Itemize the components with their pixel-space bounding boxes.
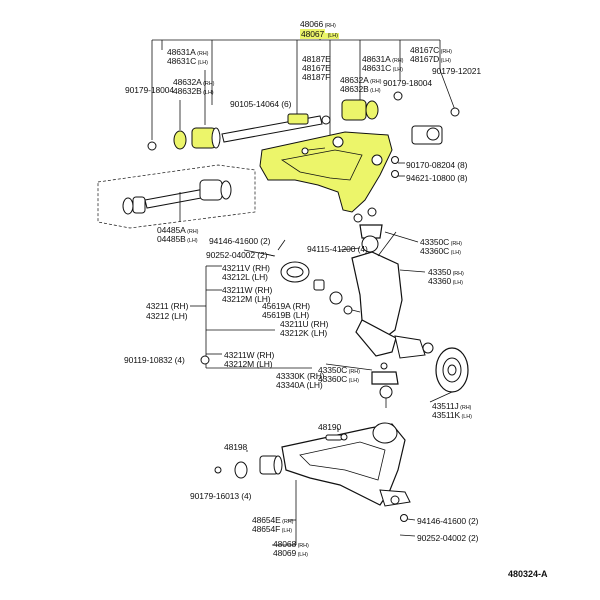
part-label-p43212: 43212 (LH) [146,311,188,321]
part-label-p48632b_r: 48632B (LH) [340,84,381,95]
lower-control-arm [281,422,411,507]
part-label-p48631a_l: 48631A (RH) [167,47,209,58]
upper-arm-shaft-left [147,113,331,151]
alternate-shaft-box [97,164,256,229]
part-label-p43211u: 43211U (RH) [280,319,329,329]
brake-disc [435,347,469,393]
part-label-p43211w_t: 43211W (RH) [222,285,273,295]
part-label-p90179_18004_l: 90179-18004 [125,85,175,95]
part-label-p43211: 43211 (RH) [146,301,189,311]
knuckle-bracket-lines [190,265,312,369]
part-label-p43212m_t: 43212M (LH) [222,294,271,304]
part-label-p43211v: 43211V (RH) [222,263,270,273]
part-label-p90252_04002_t: 90252-04002 (2) [206,250,268,260]
lower-bracket-lines [246,428,416,546]
part-label-p90179_12021: 90179-12021 [432,66,482,76]
part-label-p48631a_r: 48631A (RH) [362,54,404,65]
part-label-p04485b: 04485B (LH) [157,234,198,245]
part-label-p94115_41200: 94115-41200 (4) [307,244,368,254]
part-label-p43330k: 43330K (RH) [276,371,325,381]
leader-lines [243,239,453,403]
part-label-p43350c_b: 43350C (RH) [318,365,360,376]
part-label-p48198: 48198 [224,442,248,452]
part-label-p90119_10832: 90119-10832 (4) [124,355,185,365]
part-label-p04485a: 04485A (RH) [157,225,199,236]
part-label-p48654f: 48654F (LH) [252,524,292,535]
part-label-p48187e: 48187E [302,54,331,64]
part-label-p48167e: 48167E [302,63,331,73]
top-bracket-lines [151,36,456,150]
part-label-p43212k: 43212K (LH) [280,328,328,338]
part-label-p45619b: 45619B (LH) [262,310,310,320]
part-label-p43212m_b: 43212M (LH) [224,359,273,369]
part-label-p48654e: 48654E (RH) [252,515,294,526]
part-label-p43340a: 43340A (LH) [276,380,323,390]
part-label-p48067: 48067 (LH) [300,29,339,39]
part-label-p43360c_t: 43360C (LH) [420,246,461,257]
upper-ball-joint [353,207,419,262]
part-label-p94146_41600_t: 94146-41600 (2) [209,236,271,246]
part-label-p43511j: 43511J (RH) [432,401,472,412]
arm-bolts [301,147,405,178]
lower-ball-joint [371,362,399,408]
part-label-p94146_41600_b: 94146-41600 (2) [417,516,479,526]
part-label-p90179_16013: 90179-16013 (4) [190,491,252,501]
part-label-p48066: 48066 (RH) [300,19,336,30]
upper-arm-bushings-right [341,91,460,145]
lower-arm-bushing [214,455,283,479]
steering-knuckle [280,231,434,359]
part-label-p90170_08204: 90170-08204 (8) [406,160,468,170]
part-label-p90105_14064: 90105-14064 (6) [230,99,292,109]
diagram-reference: 480324-A [508,569,548,579]
part-label-p45619a: 45619A (RH) [262,301,311,311]
part-label-p48632a_r: 48632A (RH) [340,75,382,86]
part-label-p43212l: 43212L (LH) [222,272,268,282]
part-label-p43511k: 43511K (LH) [432,410,472,421]
part-label-p43360: 43360 (LH) [428,276,463,287]
part-label-p48167c: 48167C (RH) [410,45,452,56]
part-label-p90179_18004_r: 90179-18004 [383,78,433,88]
part-label-p43350: 43350 (RH) [428,267,464,278]
part-label-p48632b_l: 48632B (LH) [173,86,214,97]
part-label-p43360c_b: 43360C (LH) [318,374,359,385]
part-label-p48187f: 48187F [302,72,331,82]
part-label-p48631c_l: 48631C (LH) [167,56,208,67]
part-label-p48190: 48190 [318,422,342,432]
part-label-p48632a_l: 48632A (RH) [173,77,215,88]
part-label-p48167d: 48167D (LH) [410,54,451,65]
part-label-p43211w_b: 43211W (RH) [224,350,275,360]
part-label-p48069: 48069 (LH) [273,548,308,559]
upper-control-arm [259,131,393,213]
part-label-p48068: 48068 (RH) [273,539,309,550]
part-label-p43350c_t: 43350C (RH) [420,237,462,248]
part-label-p48631c_r: 48631C (LH) [362,63,403,74]
part-label-p94621_10800: 94621-10800 (8) [406,173,468,183]
part-label-p90252_04002_b: 90252-04002 (2) [417,533,479,543]
